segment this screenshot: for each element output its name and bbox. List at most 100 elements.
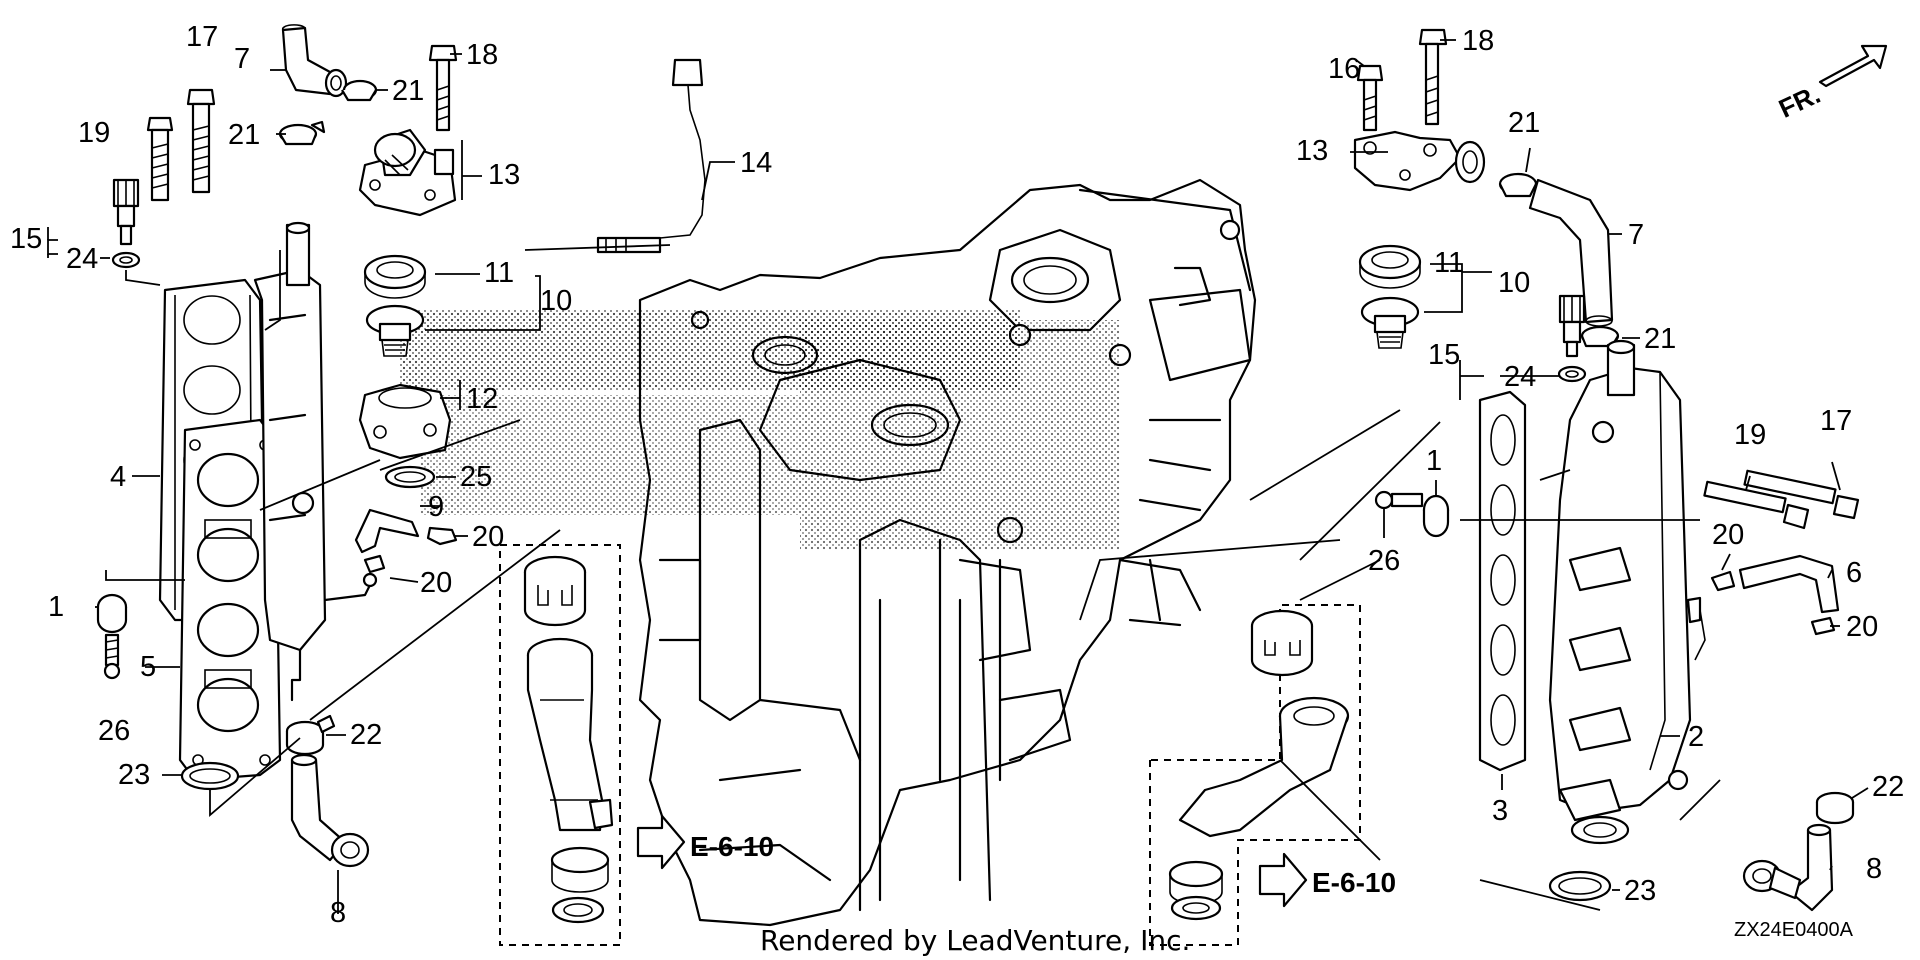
reference-e-6-10-left: E-6-10	[690, 831, 774, 862]
callout-16: 16	[1328, 53, 1360, 85]
bolt-19-right	[1703, 480, 1810, 530]
callout-19-right: 19	[1734, 419, 1766, 451]
water-tube-box-right	[1149, 604, 1361, 946]
bolt-18-right	[1418, 28, 1448, 126]
callout-14: 14	[740, 147, 772, 179]
gasket-5-left	[178, 418, 282, 782]
callout-1-left: 1	[48, 591, 64, 623]
manifold-left	[253, 221, 378, 702]
clamp-22-right	[1815, 791, 1855, 825]
callout-13-left: 13	[488, 159, 520, 191]
thermostat-cover-13-left	[358, 128, 457, 217]
housing-12-left	[358, 383, 452, 460]
sender-15-left	[111, 178, 141, 269]
callout-23-left: 23	[118, 759, 150, 791]
callout-21-right-b: 21	[1644, 323, 1676, 355]
clamp-21-left-bottom	[278, 120, 326, 146]
bolt-16-right	[1356, 64, 1384, 132]
seal-11-left	[363, 254, 427, 299]
seal-11-right	[1358, 244, 1422, 289]
hose-9	[354, 508, 420, 554]
callout-20-left-a: 20	[472, 521, 504, 553]
thermostat-cover-13-right	[1353, 130, 1486, 192]
rendered-by-footer: Rendered by LeadVenture, Inc.	[760, 924, 1190, 957]
callout-26-left: 26	[98, 715, 130, 747]
callout-4: 4	[110, 461, 126, 493]
ref-arrow-left	[636, 814, 686, 870]
callout-11-left: 11	[484, 257, 514, 289]
manifold-2-right	[1548, 339, 1706, 845]
screw-26-right	[1374, 490, 1424, 510]
callout-10-right: 10	[1498, 267, 1530, 299]
callout-8-left: 8	[330, 897, 346, 929]
callout-21-right-a: 21	[1508, 107, 1540, 139]
callout-20-right-a: 20	[1712, 519, 1744, 551]
callout-11-right: 11	[1434, 247, 1464, 279]
callout-17-left: 17	[186, 21, 218, 53]
water-tube-box-left	[499, 544, 621, 946]
o-ring-23-right	[1548, 870, 1612, 902]
diagram-code: ZX24E0400A	[1734, 919, 1854, 941]
callout-24-left: 24	[66, 243, 98, 275]
ref-arrow-right	[1258, 852, 1308, 908]
callout-22-right: 22	[1872, 771, 1904, 803]
callout-6: 6	[1846, 557, 1862, 589]
callout-10-left: 10	[540, 285, 572, 317]
bolt-17-right	[1743, 469, 1860, 520]
thermostat-10-right	[1360, 296, 1420, 349]
callout-9: 9	[428, 491, 444, 523]
clamp-22-left	[285, 714, 336, 756]
callout-20-left-b: 20	[420, 567, 452, 599]
clamp-20-right-b	[1810, 616, 1836, 636]
o-ring-23-left	[180, 761, 240, 791]
callout-24-right: 24	[1504, 361, 1536, 393]
collar-1-right	[1422, 494, 1450, 538]
leader-lines	[47, 39, 1869, 914]
callout-20-right-b: 20	[1846, 611, 1878, 643]
callout-26-right: 26	[1368, 545, 1400, 577]
callout-2: 2	[1688, 721, 1704, 753]
reference-e-6-10-right: E-6-10	[1312, 867, 1396, 898]
collar-1-left	[96, 593, 128, 634]
callout-12: 12	[466, 383, 498, 415]
o-ring-25	[384, 465, 436, 489]
thermostat-10-left	[365, 304, 425, 357]
front-direction-label: FR.	[1774, 79, 1825, 124]
hose-8-left	[290, 753, 370, 868]
callout-8-right: 8	[1866, 853, 1882, 885]
callout-7-left: 7	[234, 43, 250, 75]
callout-19-left: 19	[78, 117, 110, 149]
callout-18-right: 18	[1462, 25, 1494, 57]
callout-1-right: 1	[1426, 445, 1442, 477]
callout-5: 5	[140, 651, 156, 683]
callout-23-right: 23	[1624, 875, 1656, 907]
callout-22-left: 22	[350, 719, 382, 751]
callout-17-right: 17	[1820, 405, 1852, 437]
bolt-19-left	[146, 116, 174, 202]
callout-3: 3	[1492, 795, 1508, 827]
engine-block	[400, 178, 1257, 927]
callout-15-right: 15	[1428, 339, 1460, 371]
hose-7-left	[281, 24, 348, 98]
clamp-20-left-a	[426, 526, 458, 546]
callout-21-left-b: 21	[228, 119, 260, 151]
sensor-14	[596, 58, 706, 254]
hose-6	[1738, 554, 1840, 614]
sender-15-right	[1557, 294, 1587, 383]
front-direction-arrow: FR.	[1774, 44, 1888, 124]
bolt-17-left	[186, 88, 216, 194]
screw-26-left	[103, 633, 121, 680]
callout-13-right: 13	[1296, 135, 1328, 167]
clamp-21-left-top	[341, 79, 378, 102]
callout-25: 25	[460, 461, 492, 493]
callout-15-left: 15	[10, 223, 42, 255]
gasket-3-right	[1478, 390, 1527, 772]
callout-labels: 17 7 21 21 19 18 13 14 15 24 11 10 12 4 …	[10, 21, 1904, 929]
clamp-20-left-b	[363, 554, 386, 574]
callout-21-left-a: 21	[392, 75, 424, 107]
clamp-21-right-top	[1498, 172, 1538, 198]
callout-18-left: 18	[466, 39, 498, 71]
bolt-18-left	[428, 44, 458, 132]
